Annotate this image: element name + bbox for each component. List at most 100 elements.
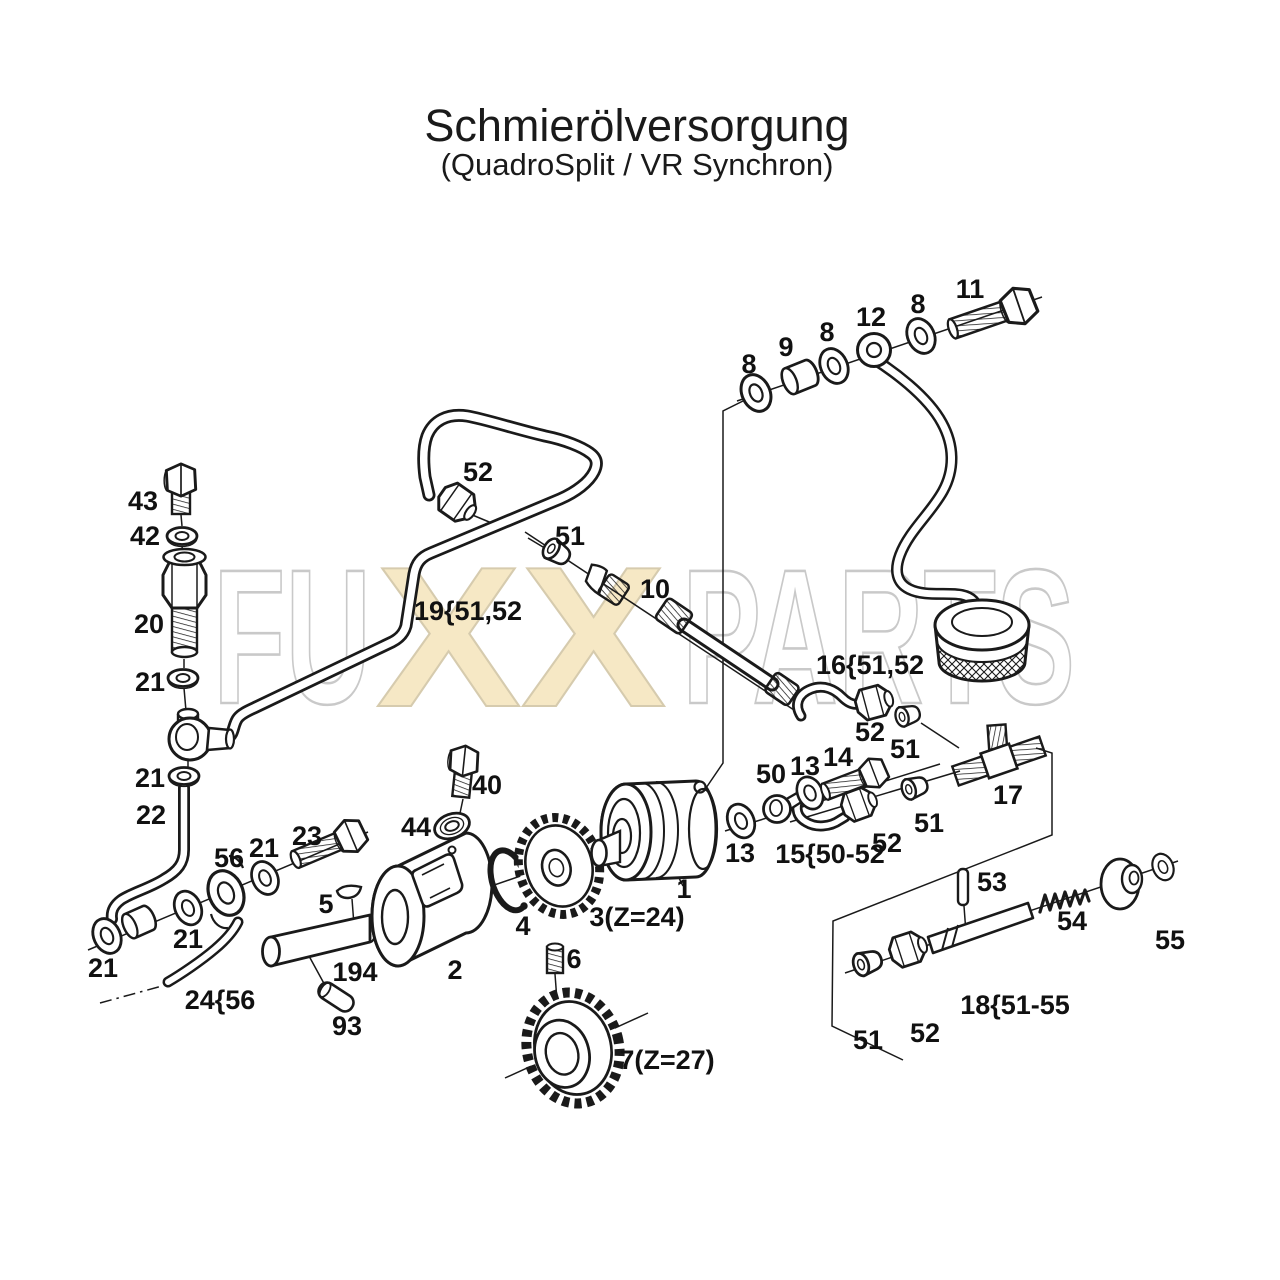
label-19: 19{51,52: [414, 596, 522, 626]
label-21-a: 21: [135, 667, 165, 697]
label-17: 17: [993, 780, 1023, 810]
label-55: 55: [1155, 925, 1185, 955]
label-8-c: 8: [910, 289, 925, 319]
pipe-12: [868, 353, 984, 617]
label-21-c: 21: [88, 953, 118, 983]
part-1-pump: [590, 779, 719, 882]
label-9: 9: [778, 332, 793, 362]
part-18-valve-tube: [926, 901, 1035, 955]
part-union-10: [584, 563, 631, 606]
pipe-24: [162, 916, 244, 988]
label-10: 10: [640, 574, 670, 604]
label-52-d: 52: [910, 1018, 940, 1048]
label-44: 44: [401, 812, 431, 842]
label-8-a: 8: [741, 349, 756, 379]
label-22: 22: [136, 800, 166, 830]
label-51-b: 51: [890, 734, 920, 764]
part-42-washer: [165, 526, 199, 548]
label-56: 56: [214, 843, 244, 873]
label-40: 40: [472, 770, 502, 800]
part-43-bolt: [162, 462, 198, 516]
part-93-pin: [317, 981, 355, 1013]
label-16: 16{51,52: [816, 650, 924, 680]
label-14: 14: [823, 742, 853, 772]
parts: [86, 281, 1179, 1109]
part-5-key: [335, 884, 363, 900]
part-21-washer-c: [86, 912, 128, 960]
part-194-tube: [261, 913, 378, 968]
part-52-nut-18: [884, 927, 933, 971]
label-7: 7(Z=27): [619, 1045, 714, 1075]
label-13-b: 13: [790, 751, 820, 781]
label-23: 23: [292, 821, 322, 851]
page-title: Schmierölversorgung: [424, 100, 849, 151]
label-6: 6: [566, 944, 581, 974]
part-elbow-banjo: [167, 707, 236, 762]
part-20-fitting: [161, 547, 208, 659]
part-21-washer-b: [167, 766, 201, 788]
part-7-gear: [521, 987, 625, 1109]
part-2-housing: [370, 831, 494, 968]
title-block: Schmierölversorgung (QuadroSplit / VR Sy…: [424, 100, 849, 182]
page-subtitle: (QuadroSplit / VR Synchron): [441, 147, 834, 182]
label-24: 24{56: [185, 985, 256, 1015]
part-11-bolt: [946, 281, 1042, 340]
part-56-seal: [206, 854, 246, 930]
label-194: 194: [332, 957, 377, 987]
label-93: 93: [332, 1011, 362, 1041]
pipe-22: [105, 782, 190, 925]
part-10-hose-collars: [654, 597, 800, 707]
part-40-bolt: [445, 742, 481, 800]
label-5: 5: [318, 889, 333, 919]
part-21-washer-d: [167, 885, 209, 931]
label-52-c: 52: [463, 457, 493, 487]
label-13-a: 13: [725, 838, 755, 868]
label-11: 11: [956, 274, 985, 304]
part-6-setscrew: [545, 942, 565, 975]
label-21-d: 21: [173, 924, 203, 954]
part-21-washer-e: [245, 855, 285, 901]
label-4: 4: [515, 911, 530, 941]
part-54-spring: [1038, 888, 1091, 914]
label-53: 53: [977, 867, 1007, 897]
part-53-pin: [956, 867, 970, 907]
hose-10: [676, 617, 780, 692]
part-51-ferrule-18: [849, 945, 886, 980]
label-2: 2: [447, 955, 462, 985]
label-12: 12: [856, 302, 886, 332]
part-51-ferrule-15: [897, 772, 932, 803]
part-8-washer-b: [813, 342, 855, 390]
part-12-banjo: [856, 332, 892, 368]
label-50: 50: [756, 759, 786, 789]
label-21-e: 21: [249, 833, 279, 863]
part-44-washer: [433, 811, 471, 841]
label-15: 15{50-52: [775, 839, 885, 869]
label-43: 43: [128, 486, 158, 516]
part-valve-seat: [1099, 857, 1144, 911]
pipe-19: [221, 408, 603, 744]
part-9-spacer: [777, 356, 823, 398]
hose-16: [792, 681, 864, 722]
label-20: 20: [134, 609, 164, 639]
label-54: 54: [1057, 906, 1087, 936]
hose-15: [791, 792, 851, 832]
label-3: 3(Z=24): [589, 902, 684, 932]
pipes: [105, 353, 984, 988]
label-51-c: 51: [555, 521, 585, 551]
label-1: 1: [676, 874, 691, 904]
part-23-bolt: [289, 813, 372, 870]
label-52-a: 52: [872, 828, 902, 858]
part-13-washer-a: [720, 798, 762, 844]
part-55-washer: [1147, 849, 1179, 885]
label-51-a: 51: [914, 808, 944, 838]
label-8-b: 8: [819, 317, 834, 347]
label-21-b: 21: [135, 763, 165, 793]
part-8-washer-c: [900, 312, 942, 360]
label-18: 18{51-55: [960, 990, 1070, 1020]
part-oil-strainer: [933, 598, 1031, 683]
label-42: 42: [130, 521, 160, 551]
part-17-tee: [950, 723, 1048, 787]
part-labels: 43 42 20 21 21 22 21 21 56 21 23 5 24{56…: [88, 274, 1185, 1075]
